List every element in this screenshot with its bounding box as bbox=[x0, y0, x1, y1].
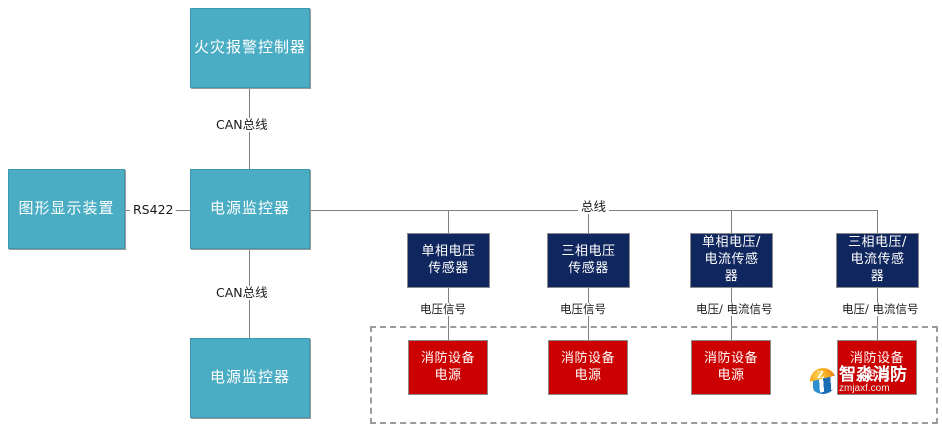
node-fire-alarm-controller[interactable]: 火灾报警控制器 bbox=[190, 8, 310, 88]
load-group-dashed-boundary bbox=[370, 326, 938, 424]
edge-label-can-bus-bottom: CAN总线 bbox=[213, 286, 271, 300]
bus-drop-3 bbox=[731, 210, 732, 233]
node-sensor-three-phase-voltage[interactable]: 三相电压 传感器 bbox=[547, 233, 630, 288]
brand-logo-letter: Z bbox=[817, 368, 825, 381]
watermark-brand: 智淼消防 bbox=[839, 365, 907, 385]
edge-label-main-bus: 总线 bbox=[578, 200, 610, 214]
node-fire-equipment-power-3[interactable]: 消防设备 电源 bbox=[691, 340, 771, 395]
node-graphic-display-device[interactable]: 图形显示装置 bbox=[8, 169, 125, 249]
node-power-monitor-secondary[interactable]: 电源监控器 bbox=[190, 338, 310, 418]
watermark-text: 智淼消防 zmjaxf.com bbox=[839, 367, 907, 394]
brand-logo-icon: Z bbox=[810, 367, 836, 394]
watermark-site: zmjaxf.com bbox=[839, 383, 890, 394]
bus-drop-4 bbox=[877, 210, 878, 233]
signal-label-2: 电压信号 bbox=[557, 303, 609, 316]
node-fire-equipment-power-2[interactable]: 消防设备 电源 bbox=[548, 340, 628, 395]
node-sensor-single-phase-voltage[interactable]: 单相电压 传感器 bbox=[407, 233, 490, 288]
signal-label-1: 电压信号 bbox=[417, 303, 469, 316]
node-fire-equipment-power-4[interactable]: 消防设备 电源 bbox=[837, 340, 917, 395]
bus-drop-2 bbox=[588, 210, 589, 233]
edge-label-rs422: RS422 bbox=[130, 203, 177, 217]
node-sensor-single-phase-voltage-current[interactable]: 单相电压/ 电流传感 器 bbox=[690, 233, 773, 288]
edge-label-can-bus-top: CAN总线 bbox=[213, 118, 271, 132]
node-sensor-three-phase-voltage-current[interactable]: 三相电压/ 电流传感 器 bbox=[836, 233, 919, 288]
watermark: Z 智淼消防 zmjaxf.com bbox=[810, 367, 907, 394]
bus-drop-1 bbox=[448, 210, 449, 233]
node-power-monitor-main[interactable]: 电源监控器 bbox=[190, 169, 310, 249]
signal-label-4: 电压/ 电流信号 bbox=[839, 303, 922, 316]
signal-label-3: 电压/ 电流信号 bbox=[693, 303, 776, 316]
node-fire-equipment-power-1[interactable]: 消防设备 电源 bbox=[408, 340, 488, 395]
